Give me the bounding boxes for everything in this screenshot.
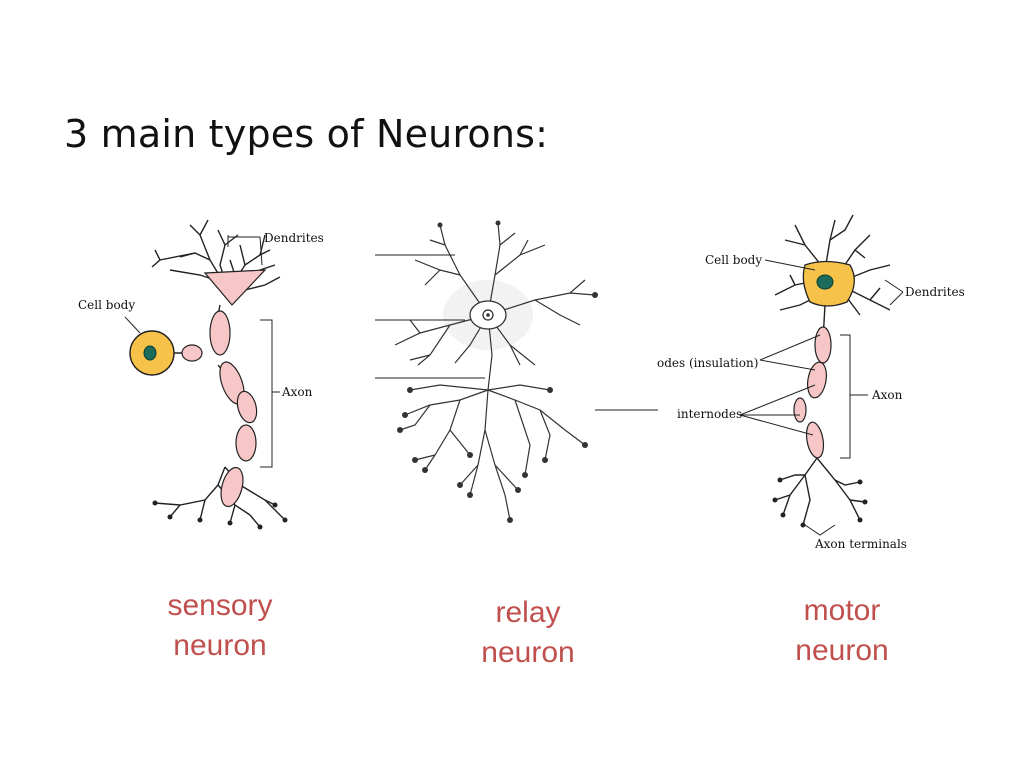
caption-relay-line1: relay [495,596,561,629]
motor-label-internodes: internodes [677,407,742,421]
motor-myelin-segments [793,326,832,459]
motor-label-dendrites: Dendrites [905,285,965,299]
relay-dendrites [394,222,596,521]
sensory-nucleus [143,345,157,361]
motor-label-cell-body: Cell body [705,253,762,267]
sensory-dendrite-soma [203,269,267,306]
sensory-label-leaders [124,235,280,468]
sensory-label-dendrites: Dendrites [264,231,324,245]
motor-label-axon-terminals: Axon terminals [814,537,907,551]
relay-terminal-dots [397,220,598,523]
motor-label-leaders [739,259,904,536]
motor-label-axon: Axon [871,388,903,402]
sensory-neuron-diagram: Dendrites Cell body Axon [78,219,324,530]
caption-relay-line2: neuron [481,636,575,669]
sensory-label-axon: Axon [281,385,313,399]
caption-sensory-neuron: sensory neuron [130,586,310,666]
sensory-dendrite-branches [151,219,286,528]
motor-neuron-diagram: Cell body Dendrites odes (insulation) in… [657,214,965,551]
slide-title: 3 main types of Neurons: [64,112,549,156]
motor-label-nodes: odes (insulation) [657,356,758,370]
caption-motor-neuron: motor neuron [752,591,932,671]
relay-label-leaders [375,254,658,411]
motor-nucleus [816,274,834,290]
caption-motor-line2: neuron [795,634,889,667]
relay-neuron-diagram [375,220,658,523]
sensory-terminal-dots [152,500,288,530]
sensory-myelin-segments [181,310,258,508]
motor-terminal-dots [772,477,868,528]
caption-motor-line1: motor [803,594,881,627]
sensory-label-cell-body: Cell body [78,298,135,312]
caption-relay-neuron: relay neuron [438,593,618,673]
caption-sensory-line2: neuron [173,629,267,662]
caption-sensory-line1: sensory [167,589,273,622]
